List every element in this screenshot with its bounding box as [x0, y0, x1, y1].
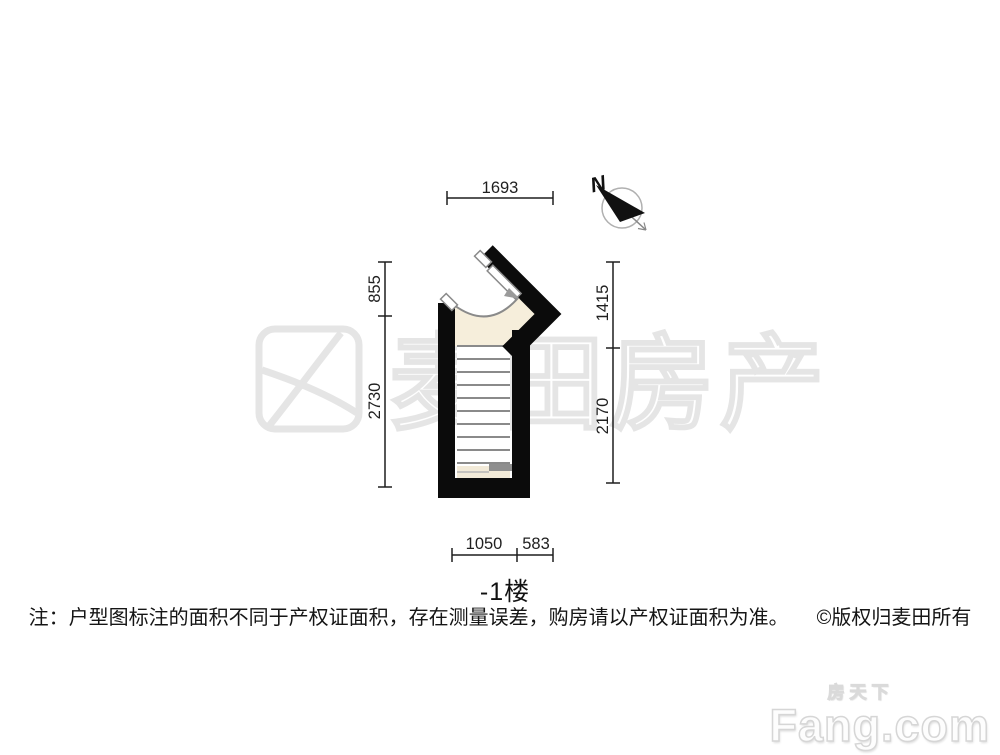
door-jamb-top — [473, 249, 493, 269]
dim-right-upper: 1415 — [594, 285, 612, 322]
dim-bottom-right: 583 — [522, 535, 550, 553]
maitian-watermark: 麦田房产 — [255, 325, 825, 444]
stair-landing-mark — [489, 464, 512, 471]
wall-bottom — [438, 478, 530, 498]
compass-label: N — [588, 171, 609, 197]
dimension-labels: 1693 855 2730 1415 2170 1050 583 — [366, 179, 612, 553]
disclaimer: 注：户型图标注的面积不同于产权证面积，存在测量误差，购房请以产权证面积为准。 ©… — [0, 601, 1000, 630]
dim-left-upper: 855 — [366, 275, 384, 303]
door-swing-arc — [453, 297, 519, 318]
dim-top: 1693 — [482, 179, 519, 197]
staircase — [457, 345, 512, 478]
dim-left-lower: 2730 — [366, 383, 384, 420]
dimension-lines — [378, 191, 620, 562]
walls — [438, 245, 562, 498]
fang-logo-en: Fang.com — [769, 700, 990, 751]
door — [439, 249, 523, 312]
disclaimer-note: 注：户型图标注的面积不同于产权证面积，存在测量误差，购房请以产权证面积为准。 — [28, 607, 789, 629]
maitian-logo-icon — [255, 325, 363, 433]
wall-diagonal — [479, 245, 562, 360]
wall-right — [512, 330, 530, 498]
north-compass-icon: N — [588, 171, 647, 231]
dim-right-lower: 2170 — [594, 398, 612, 435]
fang-logo: 房天下 Fang.com — [769, 683, 990, 751]
disclaimer-copyright: ©版权归麦田所有 — [816, 607, 972, 629]
dim-bottom-left: 1050 — [466, 535, 503, 553]
floor-plan-room — [453, 260, 536, 478]
door-arrow-icon — [504, 288, 520, 299]
door-leaf — [486, 264, 523, 301]
floor-title: -1楼 — [479, 578, 531, 606]
wall-left — [438, 303, 455, 498]
fang-logo-cn: 房天下 — [827, 683, 894, 702]
door-jamb-left — [439, 292, 459, 312]
